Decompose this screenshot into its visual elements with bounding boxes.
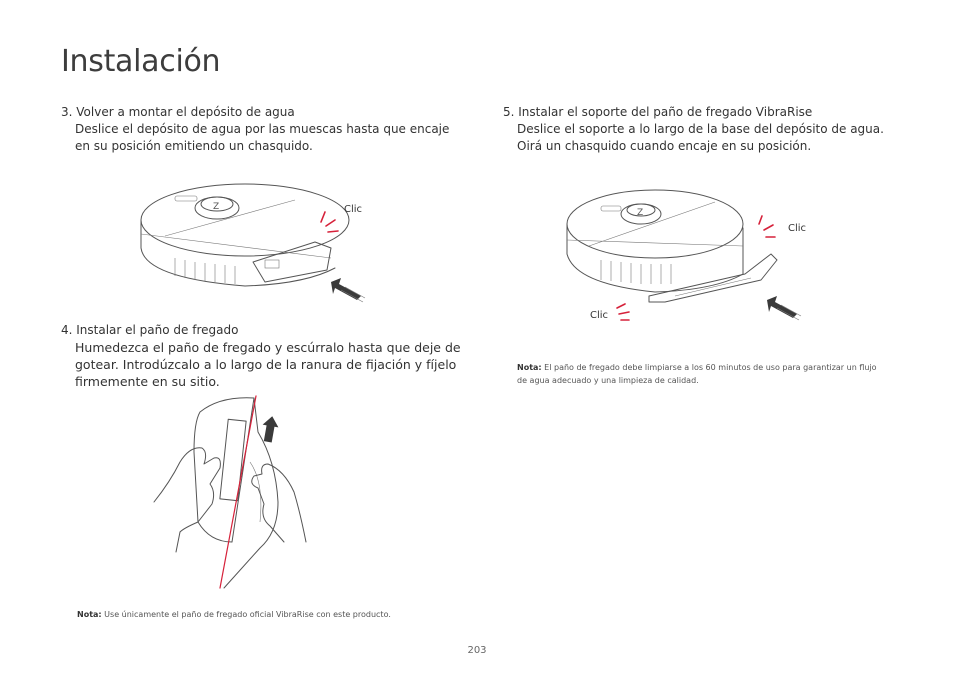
step-5-body-line1: Deslice el soporte a lo largo de la base… [517, 122, 884, 136]
click-mark-icon [320, 211, 339, 233]
page-title: Instalación [61, 44, 221, 79]
robot-water-tank-illustration: Z [140, 183, 366, 303]
step-3-body-line1: Deslice el depósito de agua por las mues… [75, 122, 450, 136]
click-label-step5-top: Clic [788, 223, 807, 234]
step-5-note-line1: Nota: El paño de fregado debe limpiarse … [517, 361, 907, 374]
mop-cloth-hands-illustration [153, 395, 307, 589]
push-arrow-icon [331, 278, 366, 303]
step-3: 3. Volver a montar el depósito de agua D… [61, 104, 461, 155]
click-mark-icon [758, 215, 776, 238]
note-text: Use únicamente el paño de fregado oficia… [104, 610, 391, 619]
step-4-body-line2: gotear. Introdúzcalo a lo largo de la ra… [75, 357, 457, 372]
step-5-note: Nota: El paño de fregado debe limpiarse … [517, 361, 907, 387]
svg-text:Z: Z [213, 202, 219, 212]
click-label-step5-bottom: Clic [590, 310, 609, 321]
up-arrow-icon [262, 416, 279, 443]
svg-text:Z: Z [637, 208, 643, 218]
step-4-note: Nota: Use únicamente el paño de fregado … [77, 608, 391, 621]
click-label-step3: Clic [344, 204, 363, 215]
push-arrow-icon [767, 296, 802, 321]
note-label: Nota: [77, 610, 102, 619]
step-4: 4. Instalar el paño de fregado Humedezca… [61, 322, 461, 390]
step-3-body-line2: en su posición emitiendo un chasquido. [75, 139, 313, 153]
step-3-heading: 3. Volver a montar el depósito de agua [61, 105, 295, 119]
step-5-note-line2: de agua adecuado y una limpieza de calid… [517, 376, 699, 385]
note-label: Nota: [517, 363, 542, 372]
step-4-body-line1: Humedezca el paño de fregado y escúrralo… [75, 340, 461, 355]
step-4-heading: 4. Instalar el paño de fregado [61, 323, 239, 337]
note-text-line1: El paño de fregado debe limpiarse a los … [544, 363, 877, 372]
page-number: 203 [467, 645, 487, 656]
step-5-heading: 5. Instalar el soporte del paño de frega… [503, 105, 813, 119]
step-5-body-line2: Oirá un chasquido cuando encaje en su po… [517, 139, 812, 153]
step-5: 5. Instalar el soporte del paño de frega… [503, 104, 903, 155]
click-mark-icon [616, 303, 630, 321]
step-4-body-line3: firmemente en su sitio. [75, 374, 220, 389]
robot-mop-bracket-illustration: Z [566, 189, 802, 321]
